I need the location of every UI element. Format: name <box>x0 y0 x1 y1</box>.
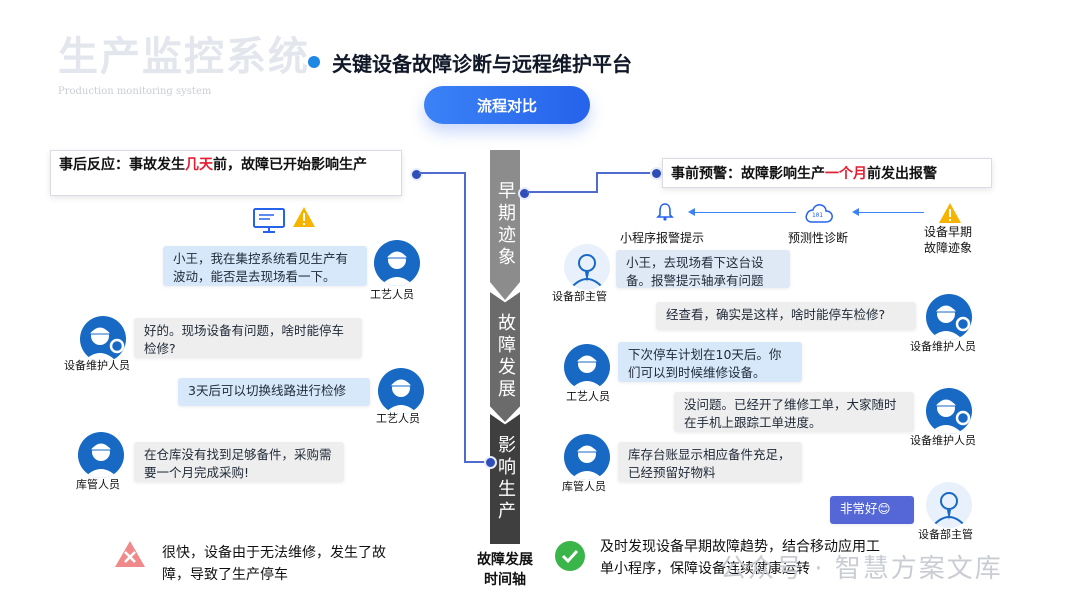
reactive-summary-box: 事后反应：事故发生几天前，故障已开始影响生产 <box>50 150 402 196</box>
worker-avatar <box>374 240 420 286</box>
timeline-axis-label: 故障发展 时间轴 <box>462 550 548 590</box>
footer-watermark: 公众号 · 智慧方案文库 <box>720 554 1003 584</box>
chat-bubble: 没问题。已经开了维修工单，大家随时在手机上跟踪工单进度。 <box>674 392 914 432</box>
reactive-summary-suffix: 前，故障已开始影响生产 <box>213 157 367 173</box>
manager-avatar <box>926 482 972 528</box>
connector-line <box>596 172 652 174</box>
connector-line <box>596 172 598 193</box>
error-icon <box>114 540 146 572</box>
connector-dot <box>518 187 531 200</box>
check-icon <box>554 540 586 576</box>
reactive-summary-prefix: 事后反应：事故发生 <box>59 157 185 173</box>
maintenance-avatar <box>80 316 126 362</box>
chat-bubble: 3天后可以切换线路进行检修 <box>178 378 370 406</box>
role-label: 设备维护人员 <box>64 359 130 372</box>
chat-bubble: 小王，我在集控系统看见生产有波动，能否是去现场看一下。 <box>163 246 367 286</box>
timeline-stage-development: 故障发展 <box>490 292 520 422</box>
worker-avatar <box>564 344 610 390</box>
chat-bubble: 小王，去现场看下这台设备。报警提示轴承有问题 <box>616 250 790 288</box>
chat-bubble: 库存台账显示相应备件充足，已经预留好物料 <box>618 442 802 482</box>
flow-arrow-head <box>688 208 695 216</box>
proactive-summary-highlight: 一个月 <box>825 166 867 182</box>
warning-icon <box>938 202 962 228</box>
page-title: 关键设备故障诊断与远程维护平台 <box>332 52 632 76</box>
chat-bubble: 在仓库没有找到足够备件，采购需要一个月完成采购! <box>134 442 344 482</box>
worker-avatar <box>378 368 424 414</box>
flow-arrow-head <box>852 208 859 216</box>
connector-line <box>527 191 597 193</box>
chat-bubble: 下次停车计划在10天后。你们可以到时候维修设备。 <box>618 342 802 382</box>
role-label: 工艺人员 <box>376 412 420 425</box>
alarm-label: 小程序报警提示 <box>620 231 705 245</box>
connector-line <box>464 461 486 463</box>
flow-arrow-line <box>694 212 796 213</box>
bell-icon <box>655 202 675 226</box>
role-label: 库管人员 <box>76 478 120 491</box>
diagnosis-label: 预测性诊断 <box>788 231 849 245</box>
watermark-title: 生产监控系统 <box>58 34 310 80</box>
chat-bubble: 好的。现场设备有问题，啥时能停车检修? <box>134 318 362 358</box>
proactive-summary-prefix: 事前预警：故障影响生产 <box>671 166 825 182</box>
connector-dot <box>484 456 497 469</box>
cloud-data-icon: 101 <box>804 202 834 228</box>
storekeeper-avatar <box>78 432 124 478</box>
manager-avatar <box>564 244 610 290</box>
role-label: 设备部主管 <box>918 528 973 541</box>
timeline-axis-label-line2: 时间轴 <box>484 572 526 588</box>
warning-icon <box>292 206 316 232</box>
role-label: 工艺人员 <box>566 390 610 403</box>
maintenance-avatar <box>926 294 972 340</box>
svg-text:101: 101 <box>812 212 823 219</box>
role-label: 库管人员 <box>562 480 606 493</box>
reactive-outcome-text: 很快，设备由于无法维修，发生了故障，导致了生产停车 <box>162 545 386 583</box>
monitor-icon <box>252 208 290 238</box>
role-label: 设备维护人员 <box>910 434 976 447</box>
role-label: 工艺人员 <box>370 288 414 301</box>
connector-line <box>419 172 465 174</box>
timeline-stage-early: 早期迹象 <box>490 150 520 300</box>
connector-line <box>464 172 466 462</box>
timeline-stage-impact: 影响生产 <box>490 414 520 544</box>
role-label: 设备维护人员 <box>910 340 976 353</box>
chat-bubble: 经查看，确实是这样，啥时能停车检修? <box>656 302 916 330</box>
chat-bubble: 非常好😊 <box>830 496 914 524</box>
maintenance-avatar <box>926 388 972 434</box>
title-bullet-icon <box>308 56 320 68</box>
proactive-summary-box: 事前预警：故障影响生产一个月前发出报警 <box>662 158 992 188</box>
watermark-subtitle: Production monitoring system <box>58 86 212 97</box>
timeline-axis-label-line1: 故障发展 <box>477 552 533 568</box>
proactive-outcome-text: 及时发现设备早期故障趋势，结合移动应用工单小程序，保障设备连续健康运转 <box>600 539 880 577</box>
connector-dot <box>410 168 423 181</box>
storekeeper-avatar <box>564 434 610 480</box>
reactive-summary-highlight: 几天 <box>185 157 213 173</box>
early-sign-label: 设备早期故障迹象 <box>924 225 973 255</box>
role-label: 设备部主管 <box>552 290 607 303</box>
flow-arrow-line <box>858 212 924 213</box>
proactive-summary-suffix: 前发出报警 <box>867 166 937 182</box>
process-compare-button[interactable]: 流程对比 <box>424 86 590 124</box>
